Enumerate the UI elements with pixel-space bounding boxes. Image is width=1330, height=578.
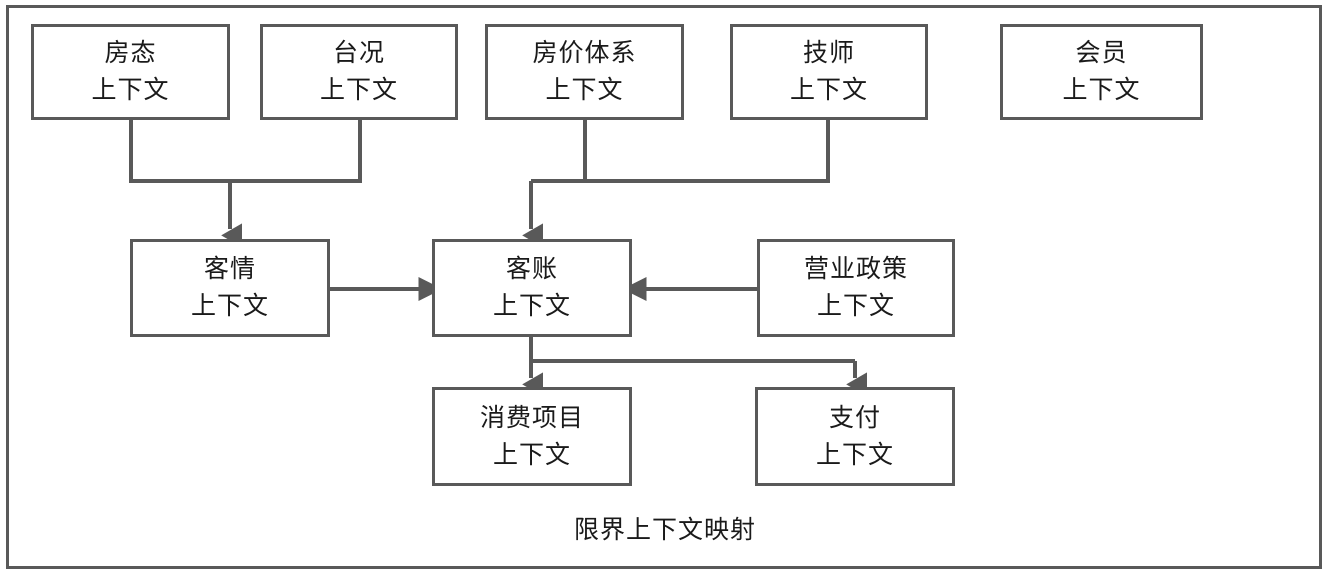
node-guest-profile-title: 客情 — [203, 255, 256, 283]
node-desk-status[interactable]: 台况上下文 — [260, 24, 458, 120]
node-business-policy-title: 营业政策 — [803, 255, 908, 283]
node-technician-title: 技师 — [802, 39, 855, 67]
node-business-policy[interactable]: 营业政策上下文 — [757, 239, 955, 337]
node-payment-subtitle: 上下文 — [815, 440, 894, 469]
node-consume-item-title: 消费项目 — [479, 403, 584, 432]
node-room-status-subtitle: 上下文 — [91, 76, 170, 104]
node-payment-title: 支付 — [828, 403, 881, 432]
node-room-status[interactable]: 房态上下文 — [31, 24, 230, 120]
node-business-policy-subtitle: 上下文 — [816, 292, 895, 320]
node-technician-subtitle: 上下文 — [789, 76, 868, 104]
node-guest-profile-subtitle: 上下文 — [190, 292, 269, 320]
node-room-rate-system-title: 房价体系 — [532, 39, 637, 67]
node-consume-item-subtitle: 上下文 — [492, 440, 571, 469]
node-member-subtitle: 上下文 — [1062, 76, 1141, 104]
node-room-rate-system[interactable]: 房价体系上下文 — [485, 24, 684, 120]
node-member[interactable]: 会员上下文 — [1000, 24, 1203, 120]
node-guest-account-title: 客账 — [505, 255, 558, 283]
node-member-title: 会员 — [1075, 39, 1128, 67]
node-desk-status-title: 台况 — [332, 39, 385, 67]
node-guest-account[interactable]: 客账上下文 — [432, 239, 632, 337]
node-room-status-title: 房态 — [104, 39, 157, 67]
node-guest-account-subtitle: 上下文 — [492, 292, 571, 320]
node-desk-status-subtitle: 上下文 — [319, 76, 398, 104]
node-technician[interactable]: 技师上下文 — [730, 24, 928, 120]
node-consume-item[interactable]: 消费项目上下文 — [432, 387, 632, 486]
node-guest-profile[interactable]: 客情上下文 — [130, 239, 330, 337]
diagram-caption: 限界上下文映射 — [573, 516, 756, 544]
node-payment[interactable]: 支付上下文 — [755, 387, 955, 486]
node-room-rate-system-subtitle: 上下文 — [545, 76, 624, 104]
